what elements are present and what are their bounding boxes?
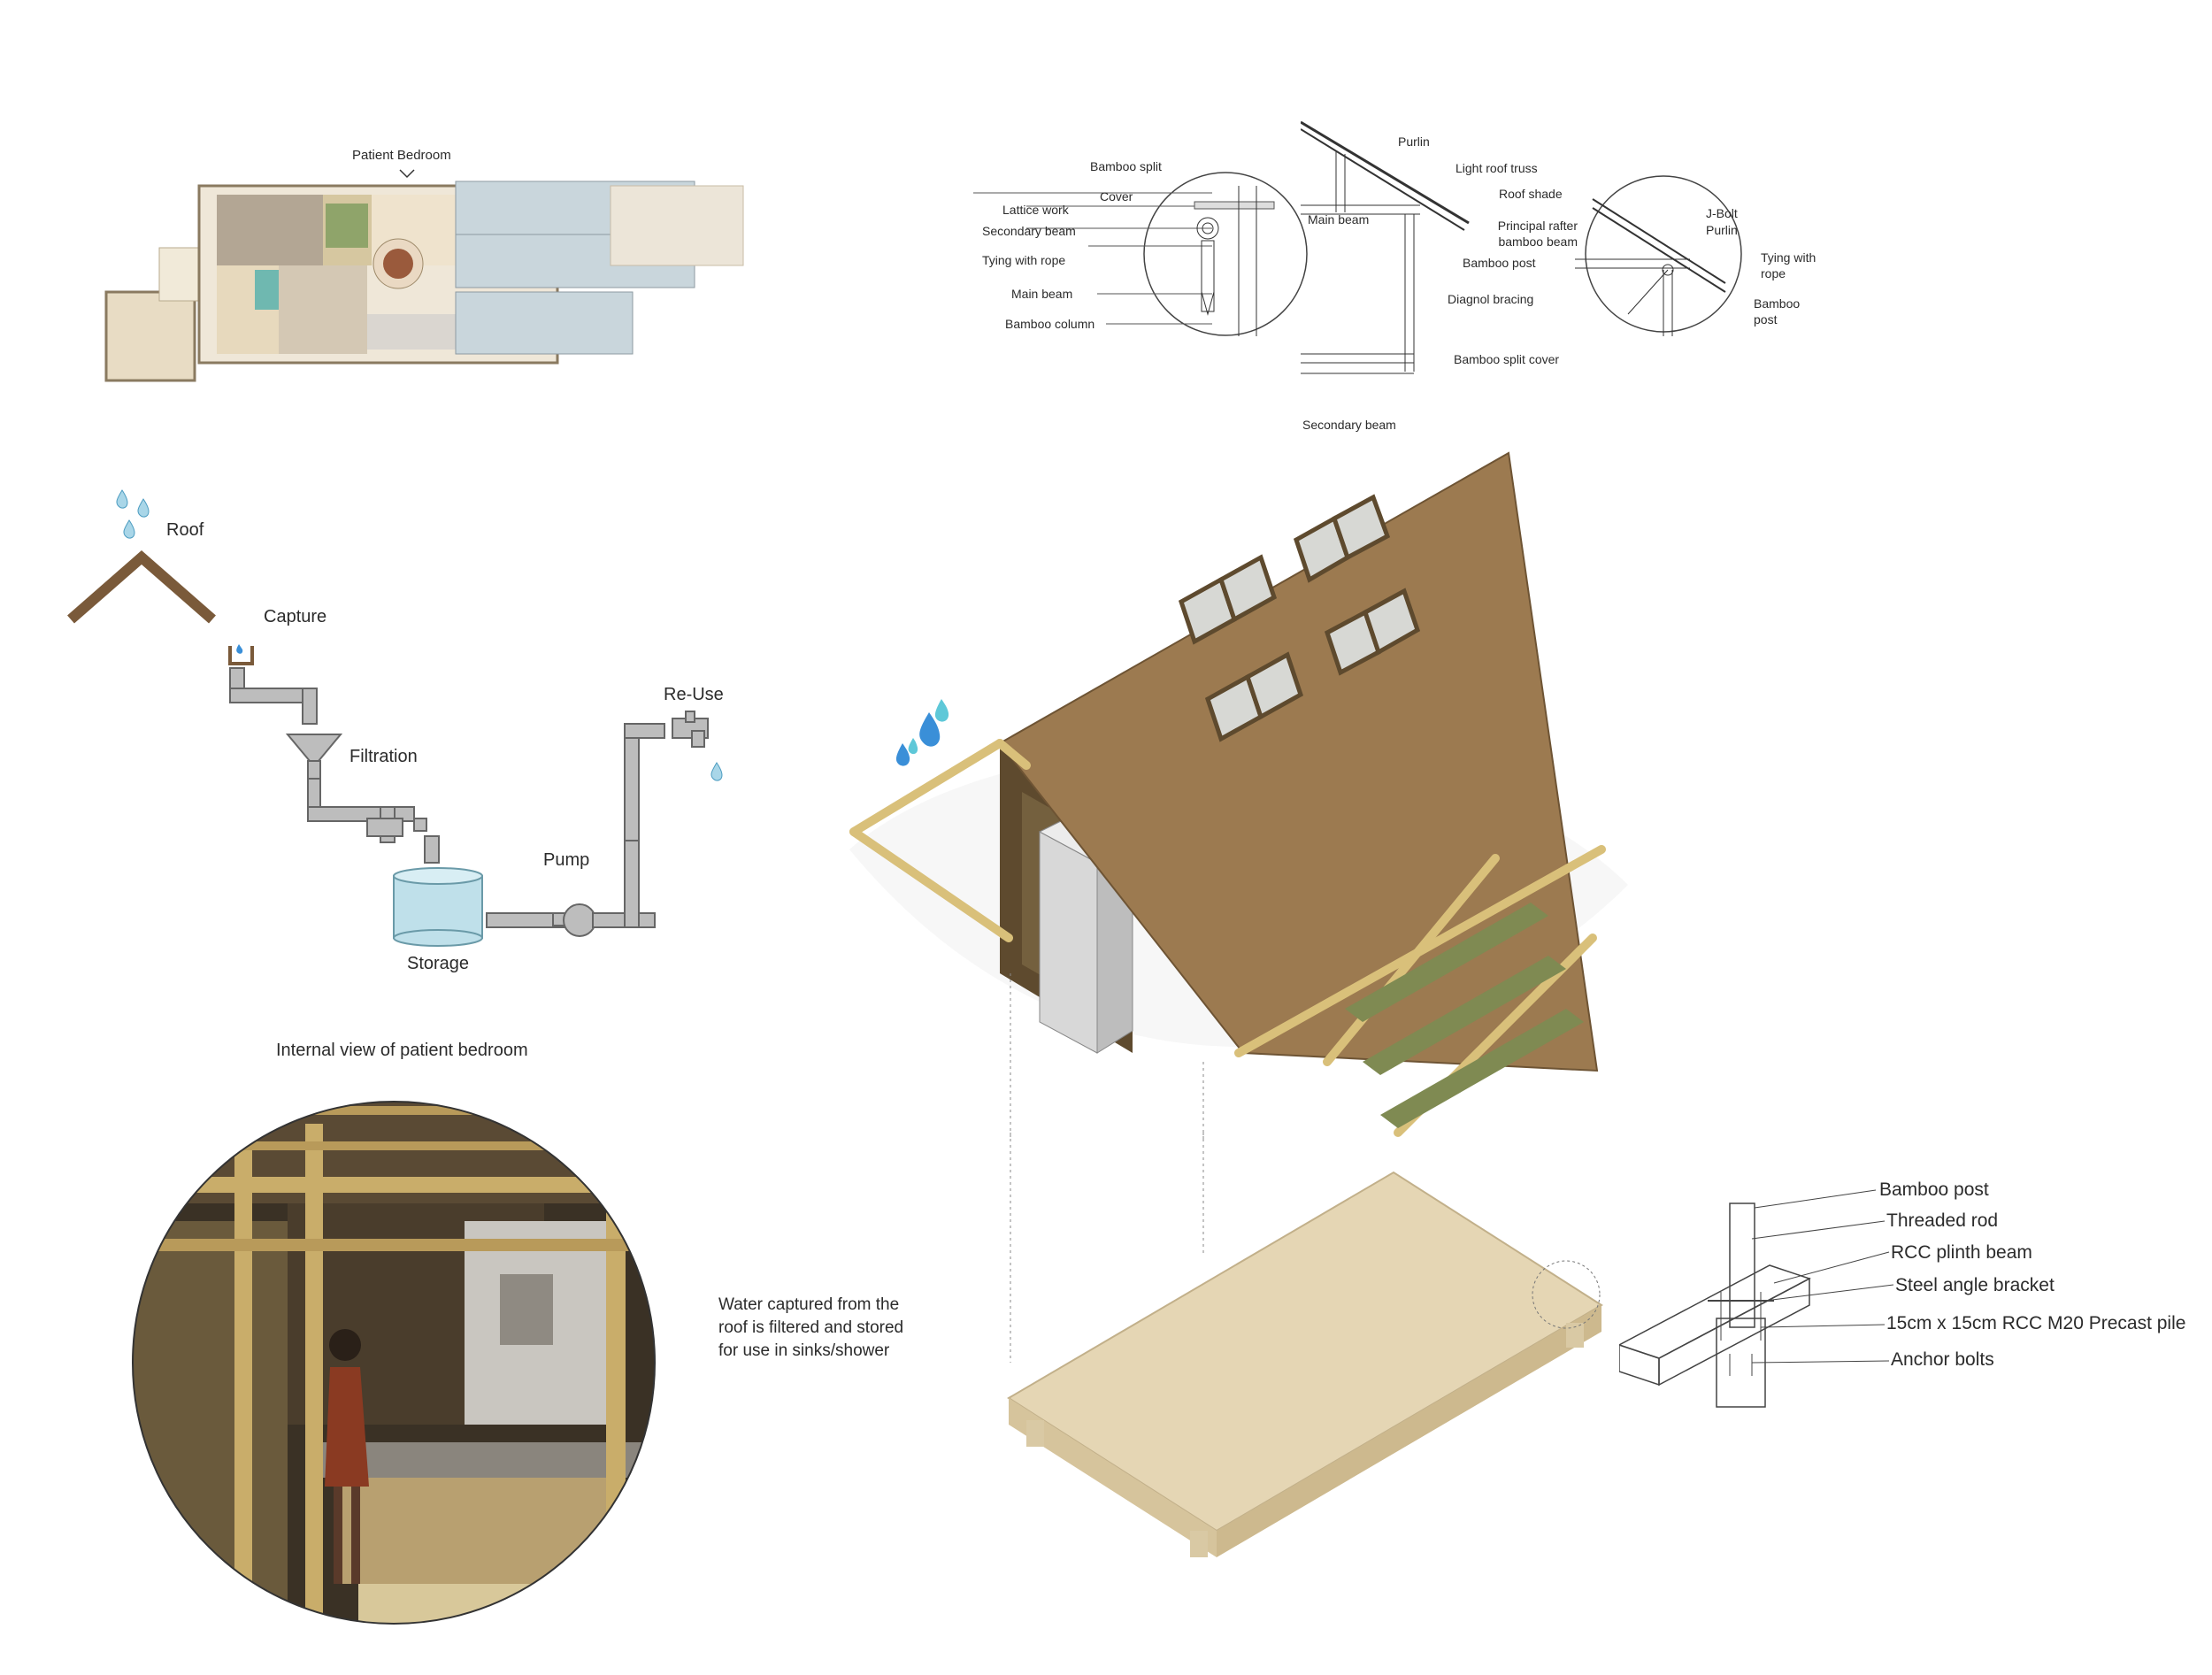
roof-main-beam-label: Main beam — [1308, 212, 1370, 227]
foundation-bracket-label: Steel angle bracket — [1895, 1275, 2055, 1295]
water-step-roof: Roof — [166, 520, 204, 540]
water-step-reuse: Re-Use — [664, 685, 724, 704]
water-step-storage: Storage — [407, 954, 470, 973]
joint1-secondary-beam-label: Secondary beam — [982, 224, 1076, 238]
axonometric-house — [849, 451, 1628, 1141]
foundation-bamboo-post-label: Bamboo post — [1879, 1179, 1989, 1200]
roof-section-drawing — [1301, 120, 1470, 374]
tap-drop-icon — [710, 762, 723, 781]
water-cycle-diagram — [67, 489, 723, 947]
pipe-network — [229, 667, 709, 937]
roof-secondary-beam-label: Secondary beam — [1302, 418, 1396, 432]
joint1-bamboo-split-label: Bamboo split — [1090, 159, 1162, 173]
joint-detail-1-drawing — [973, 172, 1308, 336]
storage-tank-icon — [393, 867, 483, 947]
water-step-capture: Capture — [264, 607, 327, 626]
roof-shade-label: Roof shade — [1499, 187, 1563, 201]
joint2-jbolt-label: J-Bolt — [1706, 206, 1738, 220]
water-step-pump: Pump — [543, 850, 590, 870]
person-figure — [325, 1329, 369, 1584]
roof-split-cover-label: Bamboo split cover — [1454, 352, 1560, 366]
floor-plan-leader — [399, 169, 415, 179]
joint1-bamboo-column-label: Bamboo column — [1005, 317, 1095, 331]
joint2-principal-rafter-label: Principal rafter bamboo beam — [1497, 219, 1578, 249]
roof-bracing-label: Diagnol bracing — [1448, 292, 1534, 306]
joint1-tying-rope-label: Tying with rope — [982, 253, 1066, 267]
joint1-cover-label: Cover — [1100, 189, 1133, 204]
joint-detail-2-drawing — [1575, 175, 1742, 336]
water-note: Water captured from the roof is filtered… — [718, 1294, 949, 1363]
roof-truss-label: Light roof truss — [1455, 161, 1538, 175]
floor-plan-label: Patient Bedroom — [352, 148, 451, 163]
water-note-line-1: Water captured from the — [718, 1295, 900, 1314]
stairs — [1345, 903, 1584, 1128]
water-step-filtration: Filtration — [349, 747, 418, 766]
plinth-base — [1007, 1133, 1603, 1557]
roof-icon — [67, 550, 216, 624]
roof-purlin-label: Purlin — [1398, 134, 1430, 149]
foundation-plinth-beam-label: RCC plinth beam — [1891, 1242, 2032, 1263]
internal-view-title: Internal view of patient bedroom — [276, 1041, 528, 1060]
gutter-icon — [228, 646, 254, 665]
foundation-threaded-rod-label: Threaded rod — [1886, 1210, 1999, 1231]
water-drops-icon — [895, 699, 949, 766]
joint1-lattice-work-label: Lattice work — [1002, 203, 1069, 217]
foundation-anchor-bolts-label: Anchor bolts — [1891, 1349, 1994, 1370]
floor-plan — [104, 181, 744, 382]
foundation-detail-drawing — [1619, 1189, 1894, 1408]
foundation-pile-label: 15cm x 15cm RCC M20 Precast pile — [1886, 1313, 2186, 1333]
rain-drops-icon — [116, 489, 150, 539]
joint2-bamboo-post-label: Bamboo post — [1754, 296, 1801, 327]
internal-view-render — [132, 1101, 656, 1625]
roof-bamboo-post-label: Bamboo post — [1463, 256, 1536, 270]
water-note-line-3: for use in sinks/shower — [718, 1341, 890, 1360]
roof-windows — [1178, 494, 1421, 742]
joint1-main-beam-label: Main beam — [1011, 287, 1073, 301]
water-note-line-2: roof is filtered and stored — [718, 1318, 904, 1337]
joint2-purlin-label: Purlin — [1706, 223, 1738, 237]
joint2-tying-rope-label: Tying with rope — [1761, 250, 1816, 280]
